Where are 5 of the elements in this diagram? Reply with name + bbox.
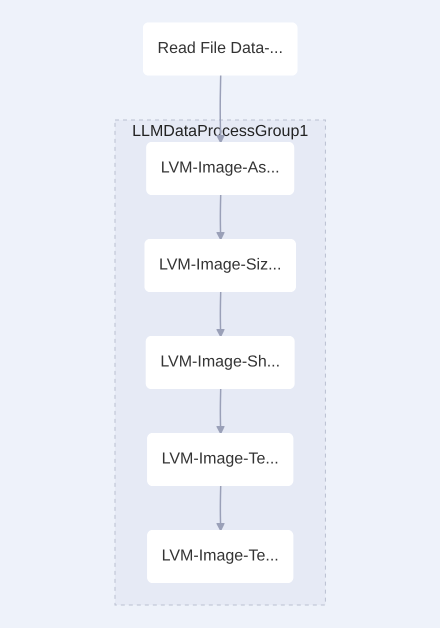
arrow xyxy=(216,486,225,532)
arrow xyxy=(216,388,225,434)
arrow xyxy=(216,75,225,144)
arrow xyxy=(216,194,225,240)
arrow xyxy=(216,292,225,338)
